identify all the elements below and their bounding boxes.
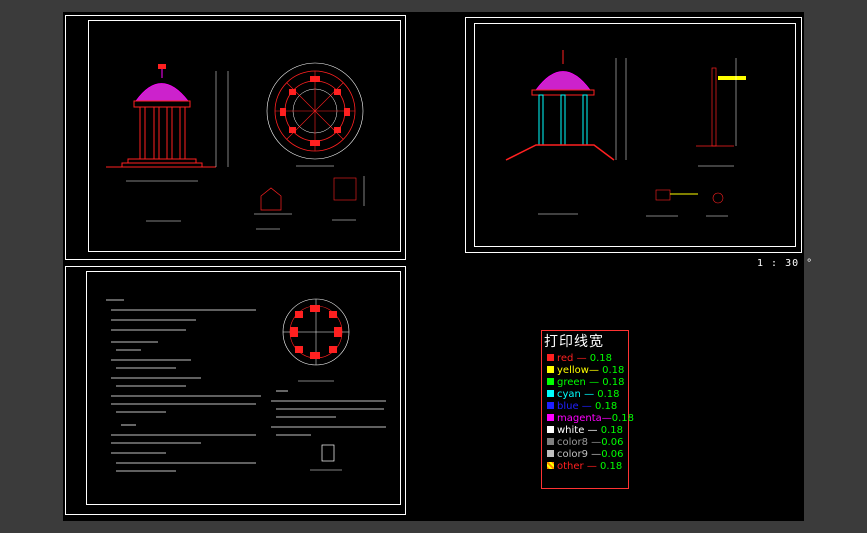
color-swatch-icon bbox=[547, 426, 554, 433]
gazebo-dome bbox=[535, 71, 591, 91]
legend-lineweight: 0.06 bbox=[601, 437, 624, 448]
legend-entry-yellow: yellow— 0.18 bbox=[547, 365, 624, 377]
color-swatch-icon bbox=[547, 378, 554, 385]
legend-lineweight: 0.18 bbox=[611, 413, 635, 424]
legend-entry-color8: color8 —0.06 bbox=[547, 437, 623, 449]
legend-lineweight: 0.18 bbox=[602, 365, 625, 376]
legend-lineweight: 0.18 bbox=[600, 461, 623, 472]
legend-entry-blue: blue — 0.18 bbox=[547, 401, 617, 413]
legend-entry-other: other — 0.18 bbox=[547, 461, 622, 473]
legend-entry-color9: color9 —0.06 bbox=[547, 449, 623, 461]
sheet-inner-frame bbox=[86, 271, 401, 505]
sheet-inner-frame bbox=[474, 23, 796, 247]
notes-drawing bbox=[106, 298, 386, 472]
legend-color-name: red bbox=[557, 353, 574, 364]
notes-text-lines bbox=[106, 299, 386, 472]
color-swatch-icon bbox=[547, 402, 554, 409]
legend-entry-white: white — 0.18 bbox=[547, 425, 623, 437]
legend-color-name: magenta bbox=[557, 413, 602, 424]
legend-dash: — bbox=[585, 377, 603, 388]
legend-lineweight: 0.18 bbox=[589, 353, 613, 364]
legend-dash: — bbox=[580, 389, 598, 400]
legend-dash: — bbox=[588, 437, 602, 448]
color-swatch-icon bbox=[547, 438, 554, 445]
legend-lineweight: 0.18 bbox=[602, 377, 625, 388]
cad-model-space[interactable]: 打印线宽 red — 0.18 yellow— 0.18 green — 0.1… bbox=[63, 12, 804, 521]
legend-entry-green: green — 0.18 bbox=[547, 377, 625, 389]
legend-entry-magenta: magenta—0.18 bbox=[547, 413, 634, 425]
legend-dash: — bbox=[588, 365, 603, 376]
legend-dash: — bbox=[578, 401, 595, 412]
legend-dash: — bbox=[588, 449, 602, 460]
legend-color-name: color8 bbox=[557, 437, 588, 448]
drawing-sheet-elevation[interactable] bbox=[65, 15, 406, 260]
color-swatch-icon bbox=[547, 414, 554, 421]
hatched-square-icon bbox=[547, 462, 554, 469]
color-swatch-icon bbox=[547, 354, 554, 361]
legend-lineweight: 0.18 bbox=[600, 425, 623, 436]
print-lineweight-legend: 打印线宽 red — 0.18 yellow— 0.18 green — 0.1… bbox=[541, 330, 634, 489]
color-swatch-icon bbox=[547, 390, 554, 397]
color-swatch-icon bbox=[547, 366, 554, 373]
legend-color-name: yellow bbox=[557, 365, 589, 376]
section-drawing bbox=[505, 50, 746, 217]
legend-lineweight: 0.06 bbox=[601, 449, 624, 460]
legend-color-name: blue bbox=[557, 401, 579, 412]
legend-dash: — bbox=[583, 461, 600, 472]
legend-lineweight: 0.18 bbox=[597, 389, 620, 400]
legend-lineweight: 0.18 bbox=[594, 401, 618, 412]
legend-color-name: color9 bbox=[557, 449, 588, 460]
scale-indicator: 1 : 30 ° bbox=[757, 258, 814, 269]
legend-entry-red: red — 0.18 bbox=[547, 353, 612, 365]
legend-color-name: cyan bbox=[557, 389, 581, 400]
legend-dash: — bbox=[601, 413, 612, 424]
drawing-sheet-notes[interactable] bbox=[65, 266, 406, 515]
legend-color-name: other bbox=[557, 461, 584, 472]
legend-title: 打印线宽 bbox=[544, 334, 604, 350]
elevation-drawing bbox=[106, 62, 365, 230]
legend-dash: — bbox=[584, 425, 601, 436]
legend-dash: — bbox=[573, 353, 590, 364]
legend-color-name: white bbox=[557, 425, 585, 436]
drawing-sheet-section[interactable] bbox=[465, 17, 802, 253]
gazebo-dome bbox=[135, 83, 189, 102]
legend-color-name: green bbox=[557, 377, 586, 388]
sheet-inner-frame bbox=[88, 20, 401, 252]
color-swatch-icon bbox=[547, 450, 554, 457]
legend-entry-cyan: cyan — 0.18 bbox=[547, 389, 620, 401]
